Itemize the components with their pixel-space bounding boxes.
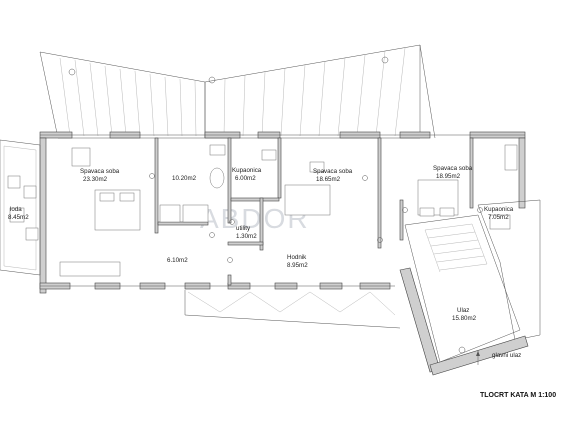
- room-label-room2: 10.20m2: [172, 175, 197, 182]
- staircase: [424, 223, 488, 273]
- svg-text:10.20m2: 10.20m2: [172, 175, 197, 182]
- svg-text:23.30m2: 23.30m2: [83, 176, 108, 183]
- svg-text:Hodnik: Hodnik: [287, 254, 307, 261]
- svg-text:8.45m2: 8.45m2: [8, 214, 29, 221]
- svg-text:7.05m2: 7.05m2: [488, 214, 509, 221]
- interior-walls: [154, 137, 474, 286]
- svg-text:18.95m2: 18.95m2: [436, 173, 461, 180]
- room-label-loggia: loda 8.45m2: [8, 206, 29, 221]
- loggia-outline: [0, 139, 41, 276]
- entrance-label: glavni ulaz: [492, 352, 521, 359]
- room-label-entry: Ulaz 15.80m2: [452, 307, 477, 322]
- svg-text:6.00m2: 6.00m2: [235, 175, 256, 182]
- room-label-room6: 6.10m2: [167, 257, 188, 264]
- svg-text:Kupaonica: Kupaonica: [484, 206, 514, 213]
- main-entrance: glavni ulaz: [476, 350, 521, 365]
- room-label-bath1: Kupaonica 6.00m2: [232, 167, 262, 182]
- svg-text:loda: loda: [10, 206, 22, 213]
- svg-text:15.80m2: 15.80m2: [452, 315, 477, 322]
- room-label-bath2: Kupaonica 7.05m2: [484, 206, 514, 221]
- svg-text:Kupaonica: Kupaonica: [232, 167, 262, 174]
- room-label-bed3: Spavaca soba 18.95m2: [433, 165, 473, 180]
- svg-text:utility: utility: [236, 225, 251, 232]
- room-label-bed1: Spavaca soba 23.30m2: [80, 168, 120, 183]
- svg-text:Spavaca soba: Spavaca soba: [433, 165, 473, 172]
- right-wing-outline: [399, 199, 541, 376]
- svg-text:8.95m2: 8.95m2: [287, 262, 308, 269]
- room-label-bed2: Spavaca soba 18.65m2: [313, 168, 353, 183]
- room-label-utility: utility 1.30m2: [236, 225, 257, 240]
- balcony-railing: [184, 290, 401, 329]
- svg-text:18.65m2: 18.65m2: [316, 176, 341, 183]
- svg-text:6.10m2: 6.10m2: [167, 257, 188, 264]
- svg-text:1.30m2: 1.30m2: [236, 233, 257, 240]
- plan-title: TLOCRT KATA M 1:100: [480, 392, 556, 399]
- roof-outline: [39, 44, 436, 139]
- room-label-hall: Hodnik 8.95m2: [287, 254, 308, 269]
- svg-text:Ulaz: Ulaz: [457, 307, 469, 314]
- exterior-walls: [39, 131, 526, 294]
- svg-text:Spavaca soba: Spavaca soba: [80, 168, 120, 175]
- furniture: [59, 144, 518, 277]
- svg-text:Spavaca soba: Spavaca soba: [313, 168, 353, 175]
